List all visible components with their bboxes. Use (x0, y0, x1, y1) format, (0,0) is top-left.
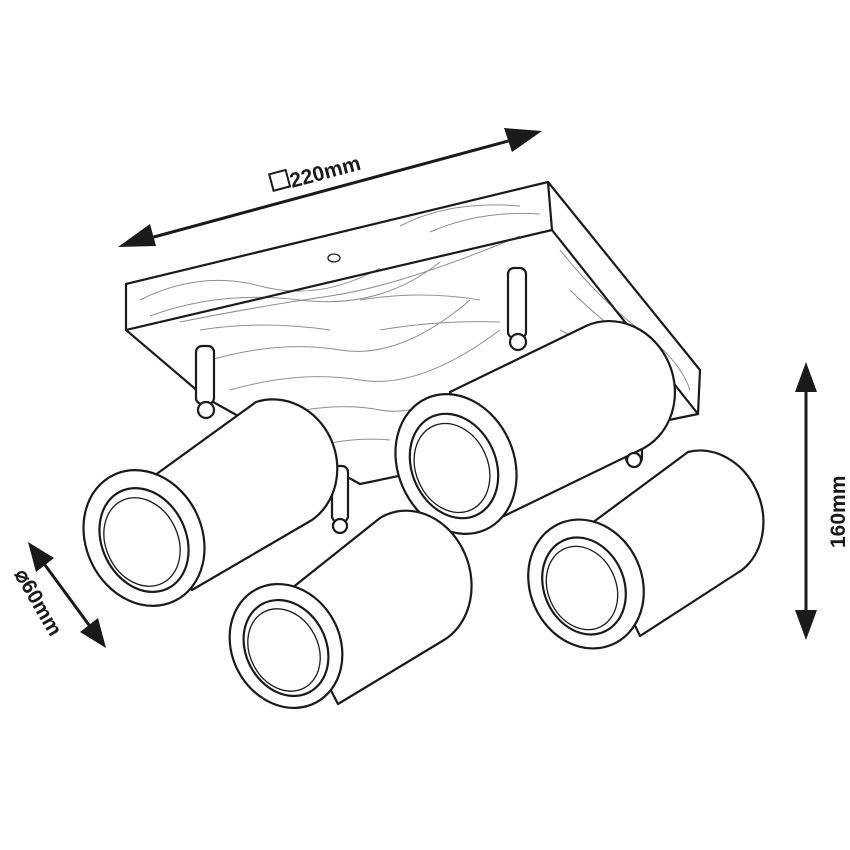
base-plate-corner-edge (546, 180, 554, 232)
mount-screw-icon (327, 253, 341, 263)
base-plate-front-edge (124, 228, 554, 332)
diameter-arrow-bottom (80, 618, 106, 648)
joints (196, 332, 643, 535)
width-arrow-left (118, 224, 156, 247)
height-dimension: 160mm (795, 362, 850, 640)
joint-3 (508, 332, 528, 352)
joint-4 (625, 451, 643, 469)
square-symbol-icon (267, 168, 292, 192)
spotlight-2 (228, 509, 473, 710)
spotlight-4 (527, 449, 765, 650)
width-dimension-line (127, 132, 535, 246)
joint-2 (331, 517, 349, 535)
height-label: 160mm (827, 476, 850, 548)
diameter-arrow-top (28, 542, 54, 572)
spotlight-3 (394, 319, 676, 535)
wood-grain (139, 204, 691, 451)
width-label: 220mm (287, 152, 363, 193)
width-arrow-right (504, 128, 542, 152)
diameter-label: ⌀60mm (10, 565, 67, 640)
stem-1 (194, 344, 216, 406)
spotlight-1 (82, 398, 339, 607)
joint-1 (196, 400, 216, 420)
height-arrow-bottom (795, 610, 817, 640)
height-arrow-top (795, 362, 817, 392)
stem-3 (506, 266, 528, 340)
